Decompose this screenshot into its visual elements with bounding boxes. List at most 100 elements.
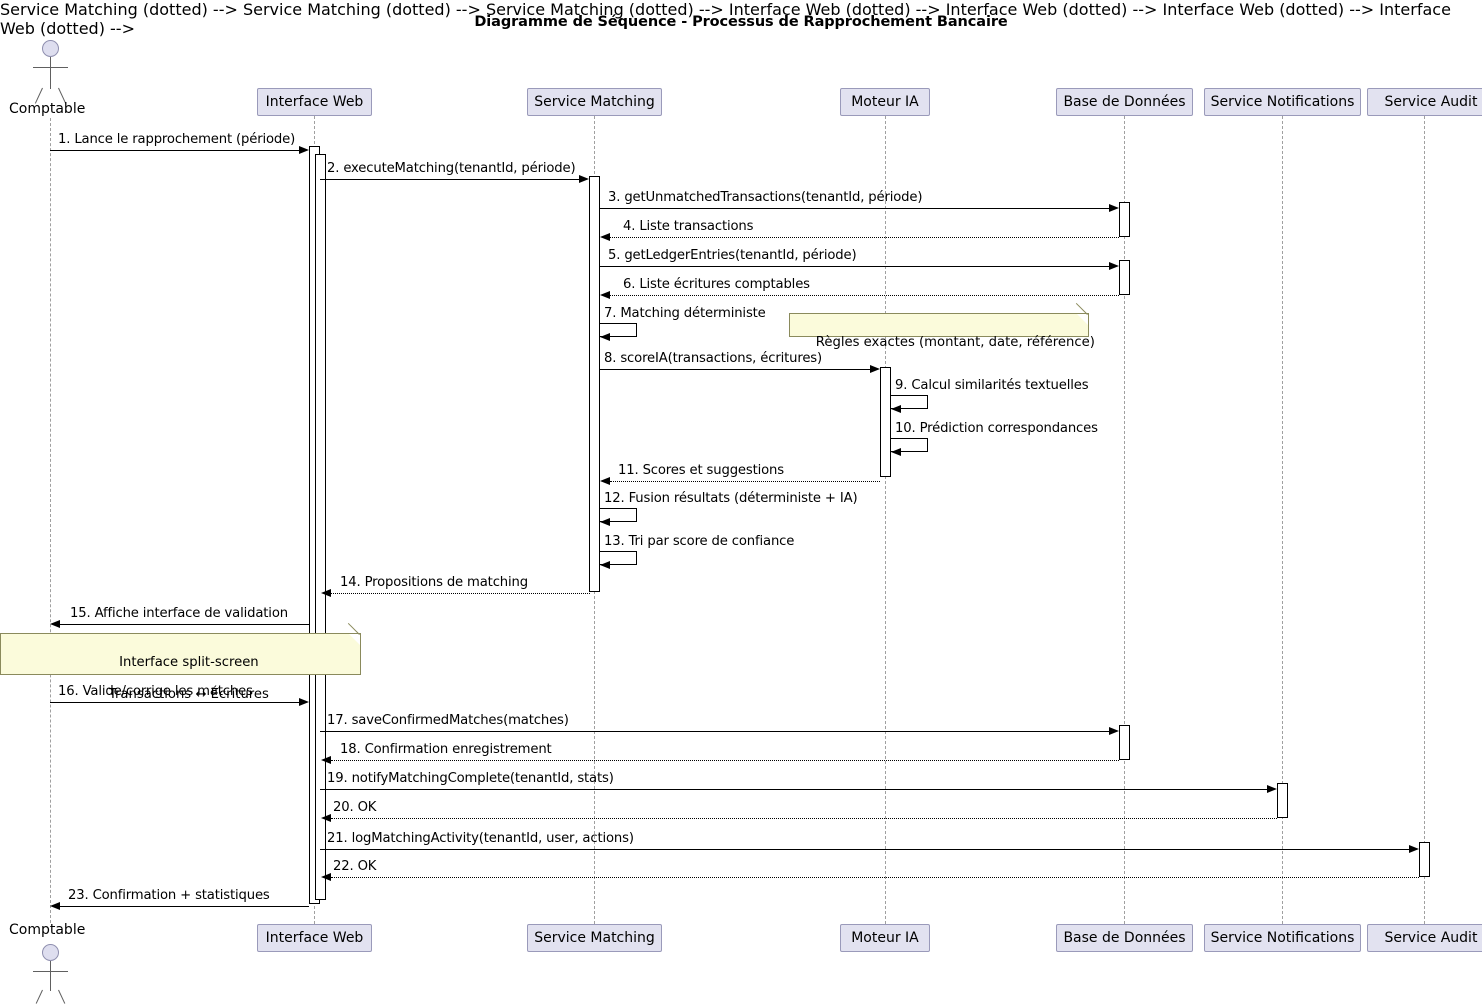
page-title: Diagramme de Séquence - Processus de Rap… [474,14,1008,30]
actor-body-line [50,57,51,89]
participant-base-donnees-bottom[interactable]: Base de Données [1056,924,1193,952]
message-line-4 [610,237,1119,238]
message-arrow-16 [299,697,309,706]
message-label-3: 3. getUnmatchedTransactions(tenantId, pé… [608,190,923,205]
message-arrow-21 [1409,844,1419,853]
message-label-19: 19. notifyMatchingComplete(tenantId, sta… [327,771,614,786]
participant-service-notifications-top[interactable]: Service Notifications [1204,88,1361,116]
message-line-23 [60,906,309,907]
message-line-16 [50,702,300,703]
message-arrow-8 [870,364,880,373]
message-line-11 [610,481,880,482]
participant-service-notifications-bottom[interactable]: Service Notifications [1204,924,1361,952]
activation-service-audit [1419,842,1430,877]
message-line-22 [331,877,1419,878]
message-arrow-15 [50,619,60,628]
activation-interface-web-nested [315,154,326,900]
message-label-9: 9. Calcul similarités textuelles [895,378,1089,393]
participant-moteur-ia-bottom[interactable]: Moteur IA [840,924,930,952]
message-label-13: 13. Tri par score de confiance [604,534,795,549]
message-line-5 [600,266,1110,267]
message-arrow-13 [600,560,610,569]
message-arrow-2 [579,174,589,183]
message-arrow-11 [600,476,610,485]
message-line-3 [600,208,1110,209]
message-line-20 [331,818,1277,819]
message-line-6 [610,295,1119,296]
activation-base-donnees-2 [1119,260,1130,295]
participant-base-donnees-top[interactable]: Base de Données [1056,88,1193,116]
message-arrow-18 [321,755,331,764]
note-fold-corner-icon [349,634,360,645]
message-arrow-7 [600,332,610,341]
activation-base-donnees-3 [1119,725,1130,760]
actor-leg-right [58,989,66,1004]
actor-arms-line [33,971,68,972]
message-label-16: 16. Valide/corrige les matches [58,684,253,699]
message-label-17: 17. saveConfirmedMatches(matches) [327,713,569,728]
note-regles-exactes: Règles exactes (montant, date, référence… [789,302,1095,350]
participant-service-matching-bottom[interactable]: Service Matching [527,924,662,952]
note-fold-line-icon [348,622,360,635]
note-split-screen: Interface split-screen Transactions ↔ Éc… [0,622,361,702]
lifeline-service-notifications [1282,116,1283,924]
message-label-22: 22. OK [333,859,377,874]
message-label-14: 14. Propositions de matching [340,575,528,590]
message-selfcall-13 [600,551,637,565]
participant-interface-web-top[interactable]: Interface Web [257,88,372,116]
message-label-21: 21. logMatchingActivity(tenantId, user, … [327,831,634,846]
participant-interface-web-bottom[interactable]: Interface Web [257,924,372,952]
note-split-screen-line2: Transactions ↔ Écritures [108,687,269,702]
message-arrow-4 [600,232,610,241]
message-label-4: 4. Liste transactions [623,219,754,234]
actor-label-comptable-bottom: Comptable [9,922,86,938]
note-split-screen-line1: Interface split-screen [119,655,259,670]
message-line-8 [600,369,871,370]
message-arrow-10 [891,447,901,456]
message-line-19 [320,789,1268,790]
message-arrow-20 [321,813,331,822]
note-fold-line-icon [1076,302,1088,315]
actor-label-comptable-top: Comptable [9,101,86,117]
actor-body-line [50,961,51,991]
message-arrow-1 [299,145,309,154]
message-label-18: 18. Confirmation enregistrement [340,742,552,757]
message-arrow-22 [321,872,331,881]
message-line-15 [60,624,309,625]
activation-moteur-ia [880,367,891,477]
message-line-14 [331,593,590,594]
message-selfcall-10 [891,438,928,452]
activation-base-donnees-1 [1119,202,1130,237]
activation-service-notifications [1277,783,1288,818]
message-label-7: 7. Matching déterministe [604,306,766,321]
message-label-1: 1. Lance le rapprochement (période) [58,132,296,147]
message-line-18 [331,760,1119,761]
message-line-2 [320,179,580,180]
note-fold-corner-icon [1077,314,1088,325]
participant-moteur-ia-top[interactable]: Moteur IA [840,88,930,116]
actor-head-icon [42,944,59,961]
message-label-12: 12. Fusion résultats (déterministe + IA) [604,491,858,506]
actor-arms-line [33,67,68,68]
lifeline-base-donnees [1124,116,1125,924]
actor-leg-left [35,989,43,1004]
message-selfcall-9 [891,395,928,409]
message-label-2: 2. executeMatching(tenantId, période) [327,161,576,176]
message-arrow-9 [891,404,901,413]
message-arrow-12 [600,517,610,526]
message-label-5: 5. getLedgerEntries(tenantId, période) [608,248,857,263]
activation-service-matching [589,176,600,592]
message-line-17 [320,731,1110,732]
participant-service-audit-bottom[interactable]: Service Audit [1367,924,1482,952]
message-arrow-17 [1109,726,1119,735]
note-regles-text: Règles exactes (montant, date, référence… [815,335,1095,350]
message-label-23: 23. Confirmation + statistiques [68,888,270,903]
message-selfcall-7 [600,323,637,337]
message-arrow-23 [50,901,60,910]
participant-service-audit-top[interactable]: Service Audit [1367,88,1482,116]
participant-service-matching-top[interactable]: Service Matching [527,88,662,116]
message-arrow-3 [1109,203,1119,212]
lifeline-service-audit [1424,116,1425,924]
lifeline-comptable [50,118,51,923]
